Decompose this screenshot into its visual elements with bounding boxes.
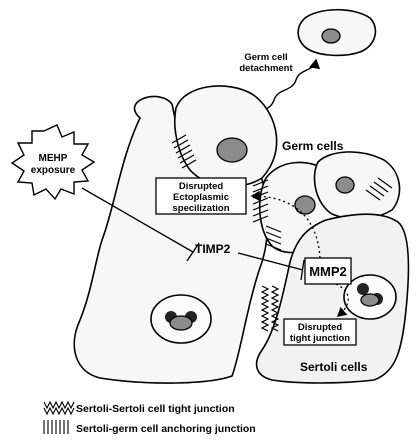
mehp-label-line2: exposure — [31, 165, 76, 176]
mehp-label-line1: MEHP — [39, 153, 68, 164]
anchoring-junction-right — [365, 177, 393, 201]
anchoring-junction-lower — [265, 225, 282, 251]
disrupted-es-line1: Disrupted — [179, 181, 224, 192]
timp2-inhibits-mmp2 — [237, 252, 305, 281]
disrupted-tj-line1: Disrupted — [298, 322, 343, 333]
mmp2-to-tj-arrow — [335, 283, 349, 317]
right-germ-cell — [313, 151, 401, 220]
legend: Sertoli-Sertoli cell tight junction Sert… — [43, 400, 256, 435]
sertoli-cells-label: Sertoli cells — [300, 360, 368, 374]
tight-junction — [260, 285, 280, 332]
disrupted-es-box: Disrupted Ectoplasmic specilization — [155, 177, 247, 215]
germ-detachment-line2: detachment — [239, 63, 293, 74]
mmp2-box: MMP2 — [304, 257, 352, 285]
legend-tight-junction-label: Sertoli-Sertoli cell tight junction — [76, 403, 235, 415]
legend-anchoring-junction-symbol — [43, 420, 69, 434]
mmp2-label: MMP2 — [309, 264, 347, 279]
disrupted-tj-line2: tight junction — [290, 333, 350, 344]
right-sertoli-nucleus — [343, 274, 397, 320]
legend-anchoring-junction-label: Sertoli-germ cell anchoring junction — [76, 423, 256, 435]
mehp-inhibits-timp2 — [81, 187, 200, 262]
anchoring-junction-middle — [252, 179, 269, 223]
top-germ-cell — [173, 85, 278, 188]
disrupted-es-line2: Ectoplasmic — [173, 192, 229, 203]
germ-detachment-line1: Germ cell — [244, 52, 287, 63]
left-sertoli-nucleus — [150, 294, 212, 344]
germ-cells-label: Germ cells — [282, 139, 344, 153]
timp2-label: TIMP2 — [195, 242, 231, 256]
disrupted-es-line3: specilization — [172, 203, 229, 214]
disrupted-tj-box: Disrupted tight junction — [283, 318, 357, 346]
legend-tight-junction-symbol — [43, 400, 75, 416]
mmp2-to-es-arrow — [250, 190, 321, 259]
anchoring-junction-top — [171, 134, 197, 169]
detached-germ-cell — [297, 8, 377, 57]
mehp-exposure-burst: MEHP exposure — [10, 124, 96, 201]
